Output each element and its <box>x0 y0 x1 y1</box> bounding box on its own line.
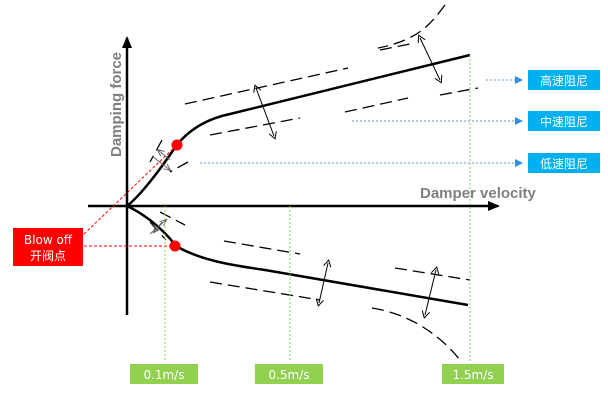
label-low-damping: 低速阻尼 <box>528 153 600 173</box>
blow-off-label: Blow off 开阀点 <box>13 228 83 266</box>
blow-off-point-upper <box>171 139 183 151</box>
speed-tick-0: 0.1m/s <box>130 364 198 384</box>
red-leaders <box>83 144 178 247</box>
speed-tick-1: 0.5m/s <box>255 364 323 384</box>
svg-text:0.1m/s: 0.1m/s <box>143 368 184 382</box>
blow-off-line1: Blow off <box>24 233 73 247</box>
blue-leaders <box>200 76 523 167</box>
label-mid-damping: 中速阻尼 <box>528 111 600 131</box>
origin-arrows <box>149 150 170 235</box>
svg-text:低速阻尼: 低速阻尼 <box>540 157 588 171</box>
x-axis-label: Damper velocity <box>420 185 537 202</box>
band-arrows <box>256 38 440 315</box>
y-axis-label: Damping force <box>108 52 125 157</box>
svg-text:中速阻尼: 中速阻尼 <box>540 114 588 129</box>
svg-text:高速阻尼: 高速阻尼 <box>540 73 588 88</box>
lower-envelopes <box>149 211 471 361</box>
rebound-curve <box>126 53 471 207</box>
svg-text:1.5m/s: 1.5m/s <box>452 368 493 382</box>
blow-off-point-lower <box>169 240 181 252</box>
speed-tick-2: 1.5m/s <box>442 364 504 384</box>
blow-off-line2: 开阀点 <box>30 249 66 263</box>
label-high-damping: 高速阻尼 <box>528 70 600 90</box>
upper-envelopes <box>149 4 479 173</box>
green-leaders <box>164 55 471 362</box>
svg-text:0.5m/s: 0.5m/s <box>268 368 309 382</box>
